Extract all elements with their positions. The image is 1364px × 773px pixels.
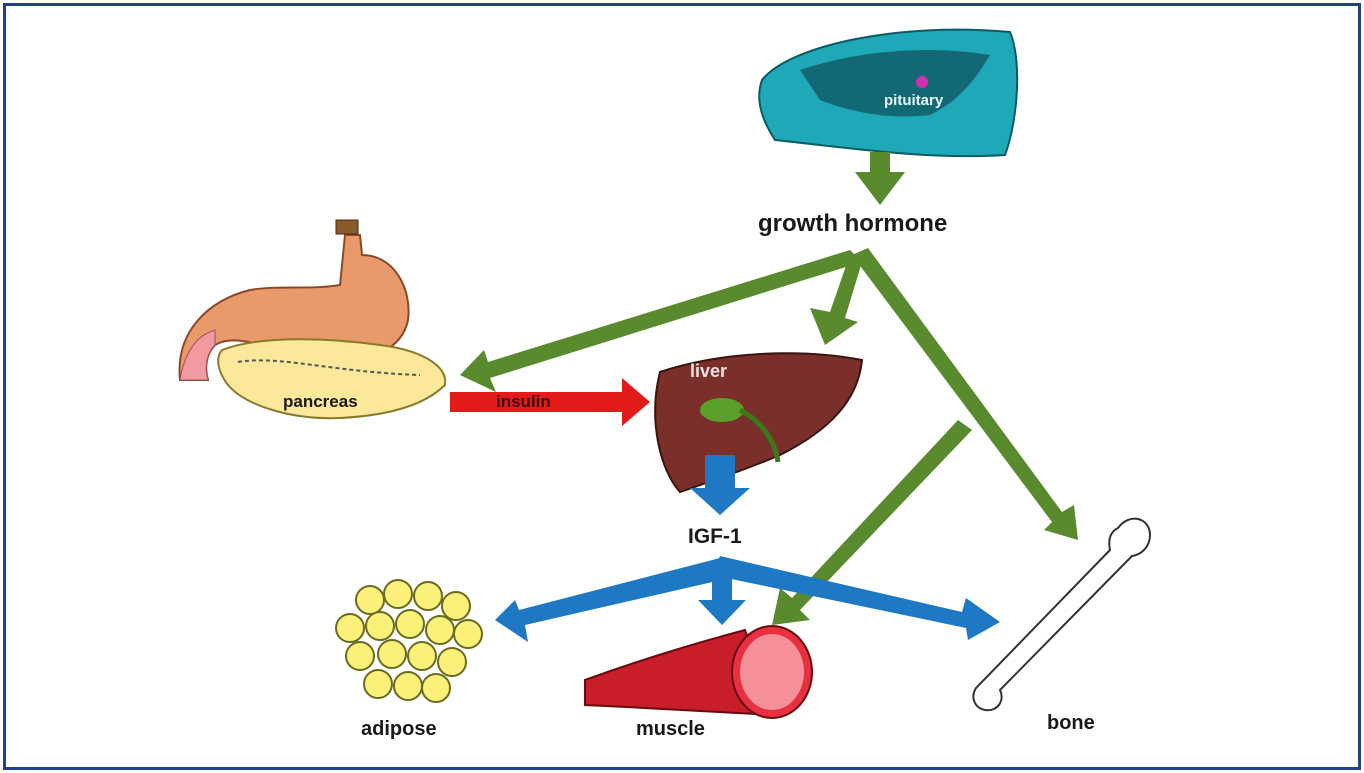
igf-arrows xyxy=(495,455,1000,642)
arrow-igf1-to-bone xyxy=(712,556,1000,640)
pituitary-gland-dot xyxy=(916,76,928,88)
muscle-image xyxy=(584,625,813,719)
arrow-liver-to-igf1 xyxy=(690,455,750,515)
pancreas-label: pancreas xyxy=(283,392,358,411)
arrow-gh-to-pancreas xyxy=(460,250,862,392)
muscle-label: muscle xyxy=(636,718,705,740)
arrow-gh-to-bone xyxy=(852,248,1078,540)
liver-image xyxy=(654,352,864,494)
bone-label: bone xyxy=(1047,712,1095,734)
gh-arrows xyxy=(460,152,1078,625)
adipose-image xyxy=(335,579,483,703)
pituitary-image xyxy=(758,28,1019,158)
arrow-pituitary-to-gh xyxy=(855,152,905,205)
arrow-igf1-to-muscle xyxy=(698,565,746,625)
igf1-label: IGF-1 xyxy=(688,525,742,548)
insulin-label: insulin xyxy=(496,392,551,411)
pancreas-image xyxy=(217,338,447,420)
adipose-label: adipose xyxy=(361,718,437,740)
bone-image xyxy=(972,517,1152,712)
pituitary-label: pituitary xyxy=(884,92,944,109)
arrow-gh-to-liver xyxy=(810,260,862,345)
arrow-gh-to-muscle xyxy=(772,420,972,625)
arrow-igf1-to-adipose xyxy=(495,558,730,642)
liver-label: liver xyxy=(690,361,728,381)
growth-hormone-label: growth hormone xyxy=(758,210,948,237)
insulin-arrow xyxy=(450,378,650,426)
